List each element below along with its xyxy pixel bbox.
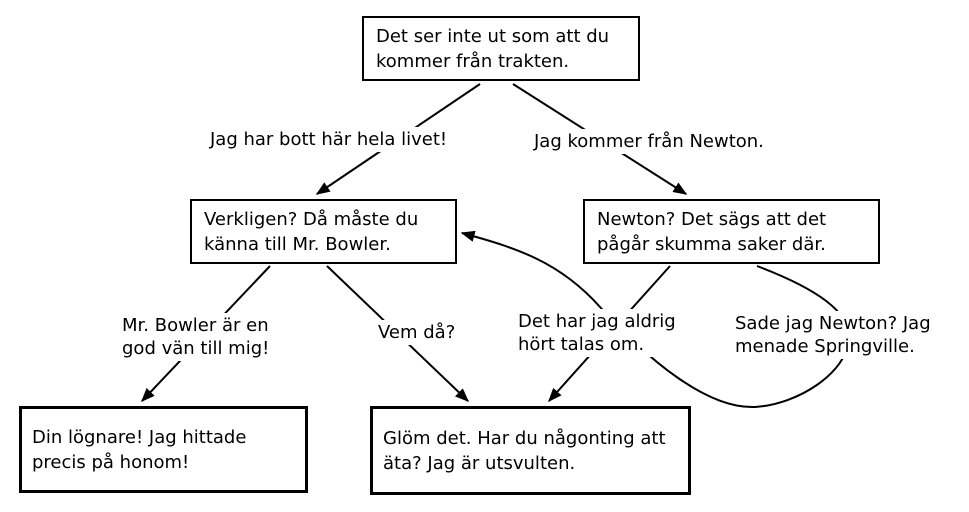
edge-label-newton-from-line1: Jag kommer från Newton.	[534, 131, 764, 152]
node-lognare-line2: precis på honom!	[32, 451, 190, 473]
node-verkligen-line1: Verkligen? Då måste du	[204, 208, 419, 230]
edge-label-aldrig-hort-line1: Det har jag aldrig	[518, 311, 676, 332]
edge-label-vem-da-line1: Vem då?	[378, 322, 456, 343]
node-newton-line1: Newton? Det sägs att det	[597, 208, 827, 230]
node-verkligen: Verkligen? Då måste du känna till Mr. Bo…	[190, 199, 457, 264]
edge-label-bowler-friend-line2: god vän till mig!	[122, 338, 270, 359]
edge-label-bott: Jag har bott här hela livet!	[206, 127, 452, 152]
edge-label-sade-newton-line1: Sade jag Newton? Jag	[735, 313, 931, 334]
node-start: Det ser inte ut som att du kommer från t…	[362, 16, 640, 81]
node-glom: Glöm det. Har du någonting att äta? Jag …	[370, 406, 691, 495]
node-glom-line1: Glöm det. Har du någonting att	[383, 427, 666, 449]
node-newton: Newton? Det sägs att det pågår skumma sa…	[583, 199, 880, 264]
edge-label-aldrig-hort-line2: hört talas om.	[518, 334, 645, 355]
node-start-line1: Det ser inte ut som att du	[376, 25, 610, 47]
edge-label-bowler-friend: Mr. Bowler är en god vän till mig!	[118, 313, 274, 361]
node-lognare: Din lögnare! Jag hittade precis på honom…	[19, 406, 308, 493]
edge-label-bowler-friend-line1: Mr. Bowler är en	[122, 315, 269, 336]
node-lognare-line1: Din lögnare! Jag hittade	[32, 426, 247, 448]
edge-label-newton-from: Jag kommer från Newton.	[530, 129, 768, 154]
edge-label-vem-da: Vem då?	[374, 320, 460, 345]
node-newton-line2: pågår skumma saker där.	[597, 233, 826, 255]
edge-label-bott-line1: Jag har bott här hela livet!	[210, 129, 448, 150]
node-verkligen-line2: känna till Mr. Bowler.	[204, 233, 391, 255]
node-start-line2: kommer från trakten.	[376, 50, 570, 72]
edge-label-aldrig-hort: Det har jag aldrig hört talas om.	[514, 309, 680, 357]
edge-label-sade-newton: Sade jag Newton? Jag menade Springville.	[731, 311, 935, 359]
edge-label-sade-newton-line2: menade Springville.	[735, 336, 915, 357]
node-glom-line2: äta? Jag är utsvulten.	[383, 452, 576, 474]
